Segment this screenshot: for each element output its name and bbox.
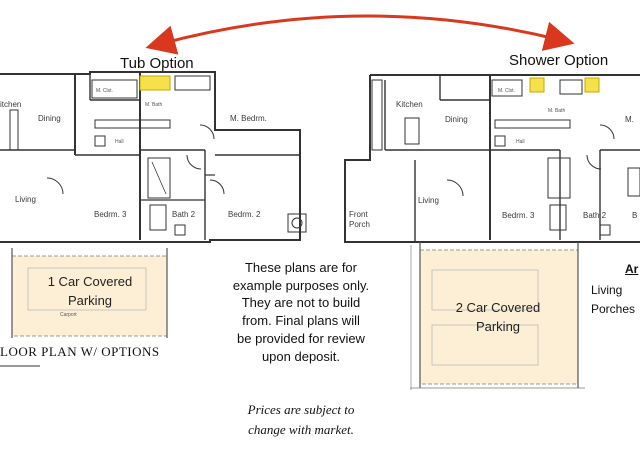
- price-note-text: Prices are subject to change with market…: [247, 402, 355, 437]
- left-bedrm3-label: Bedrm. 3: [94, 210, 127, 219]
- disclaimer-text: These plans are for example purposes onl…: [232, 260, 370, 364]
- left-m-bedrm-label: M. Bedrm.: [230, 114, 267, 123]
- right-front-porch-label: Front Porch: [349, 210, 370, 229]
- left-bedrm2-label: Bedrm. 2: [228, 210, 261, 219]
- side-label-ar: Ar: [625, 262, 639, 276]
- right-parking-area: [419, 249, 579, 385]
- right-living-label: Living: [418, 196, 439, 205]
- side-label-porches: Porches: [591, 302, 636, 316]
- comparison-arrow: [145, 14, 575, 55]
- left-plan-caption: LOOR PLAN W/ OPTIONS: [0, 344, 160, 359]
- left-floor-plan: [0, 71, 307, 243]
- tub-option-title: Tub Option: [120, 55, 194, 72]
- right-hall-label: Hall: [516, 139, 525, 145]
- left-living-label: Living: [15, 195, 36, 204]
- right-m-bath-label: M. Bath: [548, 108, 566, 114]
- right-parking-label: 2 Car Covered Parking: [455, 300, 541, 334]
- side-label-living: Living: [591, 283, 623, 297]
- right-m-closet-label: M. Clst.: [498, 88, 515, 94]
- left-m-closet-label: M. Clst.: [96, 88, 113, 94]
- right-kitchen-label: Kitchen: [396, 100, 423, 109]
- right-floor-plan: [344, 74, 640, 243]
- right-bedrm3-label: Bedrm. 3: [502, 211, 535, 220]
- left-parking-label: 1 Car Covered Parking: [47, 274, 133, 308]
- left-m-bath-label: M. Bath: [145, 102, 163, 108]
- right-m-bedrm-label: M.: [625, 115, 634, 124]
- right-bedrm2-label: B: [632, 211, 638, 220]
- left-kitchen-label: itchen: [0, 100, 22, 109]
- left-hall-label: Hall: [115, 139, 124, 145]
- right-dining-label: Dining: [445, 115, 468, 124]
- left-bath2-label: Bath 2: [172, 210, 196, 219]
- right-bath2-label: Bath 2: [583, 211, 607, 220]
- left-carport-text: Carport: [60, 312, 77, 318]
- left-dining-label: Dining: [38, 114, 61, 123]
- shower-option-title: Shower Option: [509, 52, 609, 69]
